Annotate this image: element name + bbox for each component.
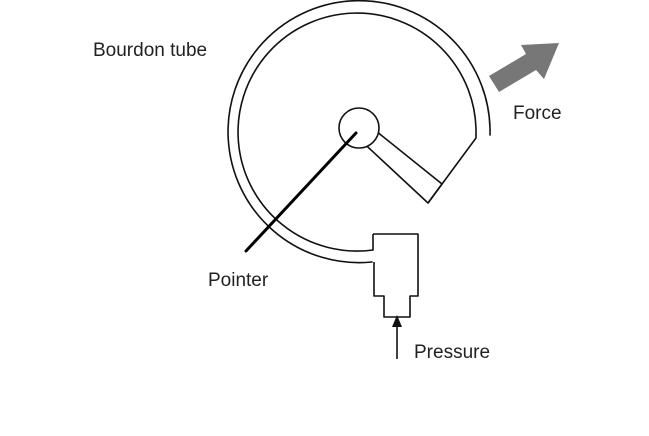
linkage-arm (355, 130, 477, 204)
pressure-socket-outline (373, 233, 419, 318)
force-label: Force (513, 103, 562, 124)
bourdon-tube-label: Bourdon tube (93, 40, 207, 61)
pressure-label: Pressure (414, 342, 490, 363)
linkage-arm-end (427, 183, 443, 204)
pointer-label: Pointer (208, 270, 269, 291)
pointer-needle (244, 131, 358, 253)
pressure-socket (372, 233, 419, 318)
pressure-arrow-head (392, 315, 402, 327)
bourdon-tube (227, 0, 491, 264)
bourdon-tube-outer-wall (227, 0, 491, 264)
pressure-arrow (392, 315, 402, 359)
bourdon-tube-inner-wall (237, 12, 477, 252)
pivot-circle (338, 107, 380, 149)
linkage-arm-outline (355, 130, 477, 204)
force-arrow (489, 43, 559, 92)
